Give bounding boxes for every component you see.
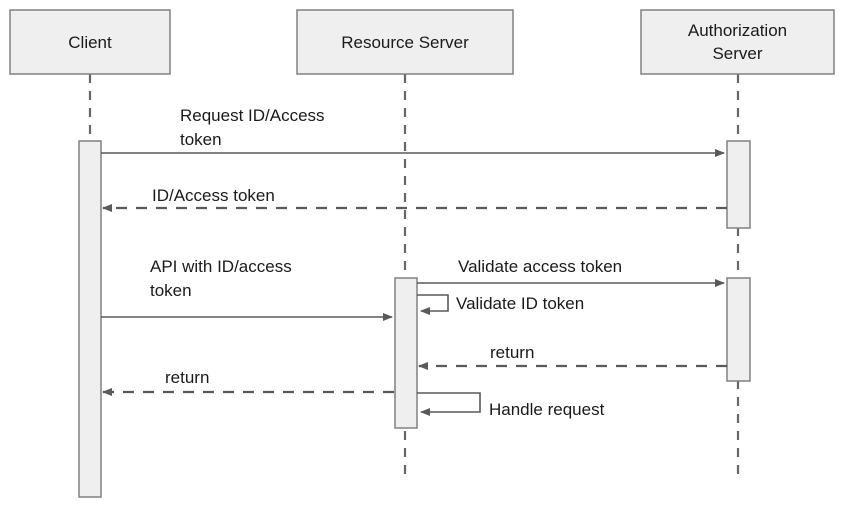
message-selfloop-validate-id-token <box>417 294 449 315</box>
message-selfloop-handle-request <box>417 392 481 416</box>
participant-label-authorization-server: Authorization Server <box>687 21 788 63</box>
activation-resource-server <box>394 277 418 429</box>
participant-boxes <box>9 9 835 75</box>
activation-authorization-server-2 <box>726 277 751 382</box>
participant-box-authorization-server[interactable] <box>640 9 835 75</box>
participant-label-client: Client <box>68 32 112 52</box>
messages <box>101 149 727 416</box>
activation-bars <box>78 140 751 498</box>
participant-label-resource-server: Resource Server <box>341 32 469 52</box>
participant-box-resource-server[interactable] <box>296 9 514 75</box>
activation-client <box>78 140 102 498</box>
participant-box-client[interactable] <box>9 9 171 75</box>
activation-authorization-server-1 <box>726 140 751 229</box>
